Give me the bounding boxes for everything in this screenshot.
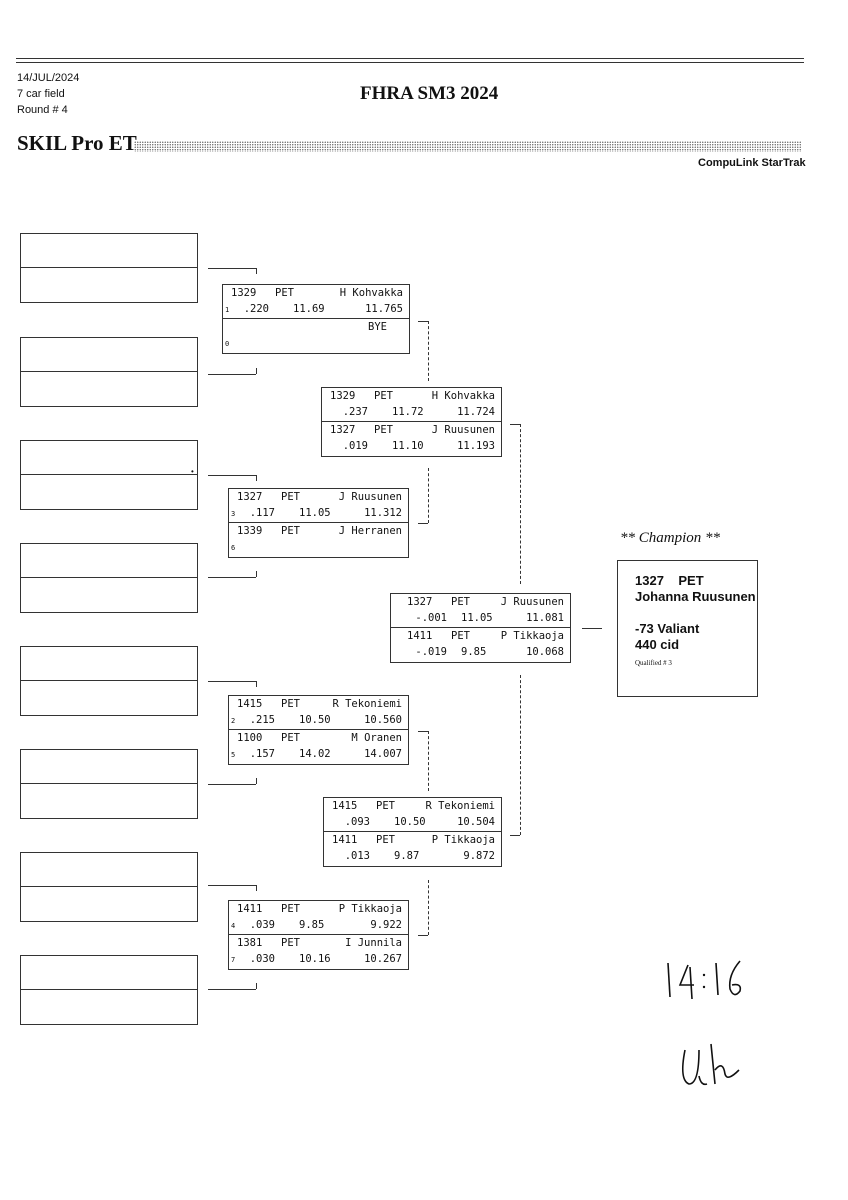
- lane-bottom: BYE 0: [225, 321, 387, 348]
- field-size: 7 car field: [17, 88, 65, 100]
- champion-box: 1327 PET Johanna Ruusunen -73 Valiant 44…: [617, 560, 758, 697]
- top-rule-2: [16, 62, 804, 63]
- header-meta: 14/JUL/2024 7 car field Round # 4: [17, 70, 79, 118]
- empty-entry-box: [20, 749, 198, 819]
- champion-car: 1327 PET: [635, 573, 704, 588]
- dotted-divider: [134, 141, 802, 152]
- class-name: SKIL Pro ET: [17, 131, 137, 155]
- champion-vehicle: -73 Valiant: [635, 621, 700, 636]
- empty-entry-box: [20, 955, 198, 1025]
- empty-entry-box: •: [20, 440, 198, 510]
- software-name: CompuLink StarTrak: [698, 157, 806, 169]
- champion-name: Johanna Ruusunen: [635, 589, 756, 604]
- event-title: FHRA SM3 2024: [360, 83, 499, 104]
- empty-entry-box: [20, 543, 198, 613]
- top-rule: [16, 58, 804, 59]
- stray-mark: •: [191, 467, 194, 476]
- empty-entry-box: [20, 233, 198, 303]
- empty-entry-box: [20, 646, 198, 716]
- handwritten-initials: [681, 1043, 740, 1086]
- champion-qualified: Qualified # 3: [635, 659, 672, 667]
- empty-entry-box: [20, 852, 198, 922]
- champion-engine: 440 cid: [635, 637, 680, 652]
- champion-heading: ** Champion **: [620, 530, 721, 546]
- round-number: Round # 4: [17, 104, 68, 116]
- event-date: 14/JUL/2024: [17, 72, 80, 84]
- handwritten-time: [667, 960, 742, 1000]
- empty-entry-box: [20, 337, 198, 407]
